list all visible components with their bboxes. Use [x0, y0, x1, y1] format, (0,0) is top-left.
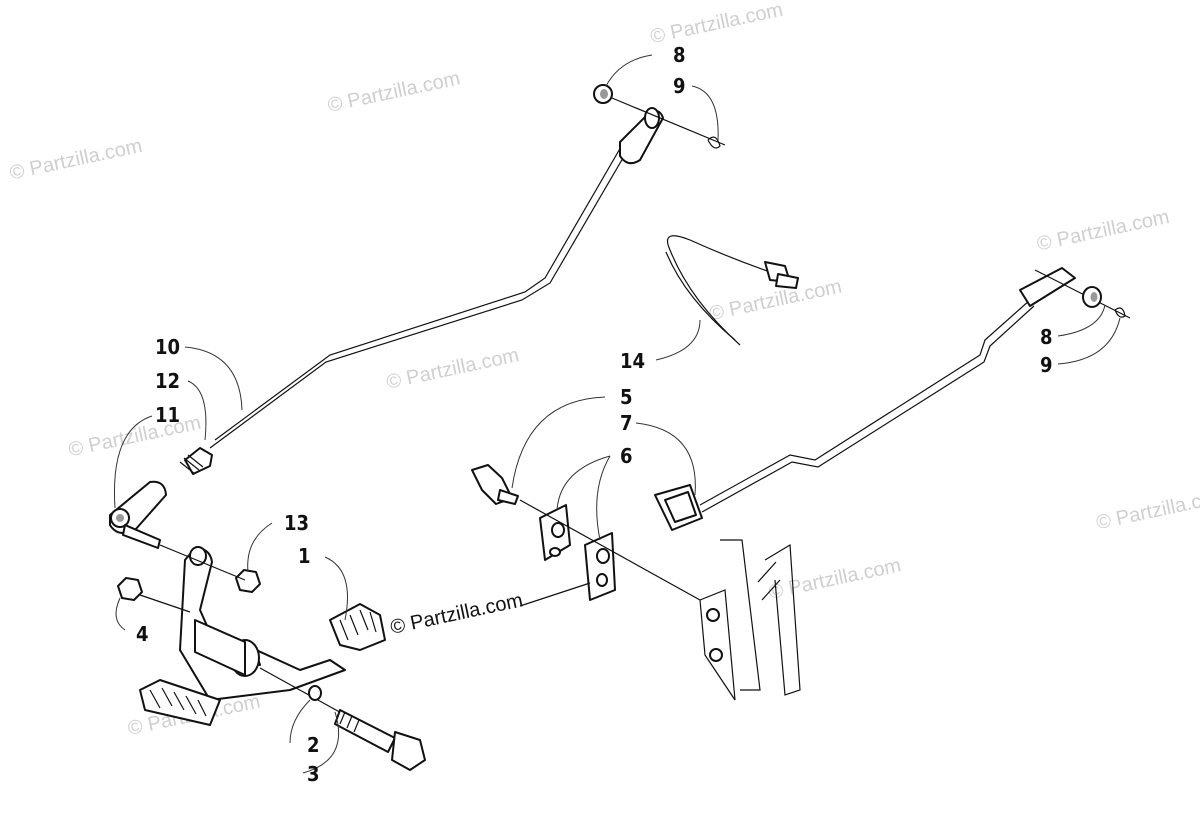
callout-12: 12: [155, 369, 180, 393]
callout-1: 1: [298, 544, 311, 568]
watermark: © Partzilla.com: [767, 554, 903, 604]
bracket-6b: [584, 532, 616, 601]
callout-13: 13: [284, 511, 309, 535]
callout-9-right: 9: [1040, 353, 1053, 377]
callout-8-top: 8: [673, 43, 686, 67]
nut-4: [117, 577, 143, 601]
callout-8-right: 8: [1040, 325, 1053, 349]
center-watermark: © Partzilla.com: [388, 589, 524, 639]
callout-5: 5: [620, 385, 633, 409]
watermark: © Partzilla.com: [67, 412, 203, 462]
axis-line: [139, 594, 191, 613]
callout-11: 11: [155, 403, 180, 427]
callout-3: 3: [307, 762, 320, 786]
watermark: © Partzilla.com: [326, 67, 462, 117]
bolt-5: [471, 464, 519, 505]
callout-2: 2: [307, 733, 320, 757]
brake-rod-right: [654, 267, 1076, 531]
watermark: © Partzilla.com: [385, 344, 521, 394]
callouts: 8 9 10 12 11 13 1 4 2 3 14 5 7 6 8 9: [136, 43, 1053, 786]
callout-7: 7: [620, 411, 633, 435]
watermark: © Partzilla.com: [648, 0, 784, 48]
cable-tie: [665, 235, 799, 346]
watermark: © Partzilla.com: [1094, 485, 1200, 535]
axis-line: [519, 499, 701, 601]
axis-line: [159, 544, 246, 581]
callout-6: 6: [620, 444, 633, 468]
axis-line: [519, 582, 591, 607]
brake-rod-left: [209, 107, 664, 449]
leader-lines: [113, 54, 1121, 774]
callout-10: 10: [155, 335, 180, 359]
nut-13: [235, 569, 261, 593]
callout-9-top: 9: [673, 74, 686, 98]
clevis-assembly: [109, 447, 213, 549]
watermark: © Partzilla.com: [8, 135, 144, 185]
callout-14: 14: [620, 349, 645, 373]
clevis-pin-right: [1034, 269, 1131, 319]
brake-pedal: [139, 546, 386, 726]
bracket-6a: [539, 504, 571, 561]
callout-4: 4: [136, 622, 149, 646]
watermark: © Partzilla.com: [1035, 206, 1171, 256]
frame-section: [699, 539, 801, 701]
clevis-pin-top: [593, 84, 726, 149]
